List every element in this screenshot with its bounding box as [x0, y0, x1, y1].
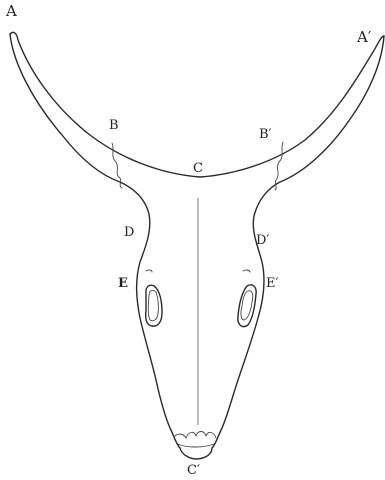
label-d: D [124, 225, 134, 240]
label-e: E [118, 276, 128, 291]
label-e-prime: E′ [266, 276, 278, 291]
label-a: A [5, 2, 17, 20]
label-d-prime: D′ [256, 233, 269, 248]
right-horn-lower-edge [212, 36, 384, 448]
label-b: B [109, 118, 119, 133]
horn-upper-edge [10, 32, 384, 177]
left-orbit [146, 270, 162, 326]
label-b-prime: B′ [259, 127, 272, 142]
left-horn-lower-edge [10, 34, 180, 448]
label-a-prime: A′ [356, 28, 372, 46]
label-c: C [193, 161, 203, 176]
muzzle-teeth [174, 432, 216, 448]
right-orbit [238, 270, 256, 327]
label-c-prime: C′ [187, 463, 200, 478]
skull-outline [10, 32, 384, 459]
muzzle [180, 448, 212, 459]
